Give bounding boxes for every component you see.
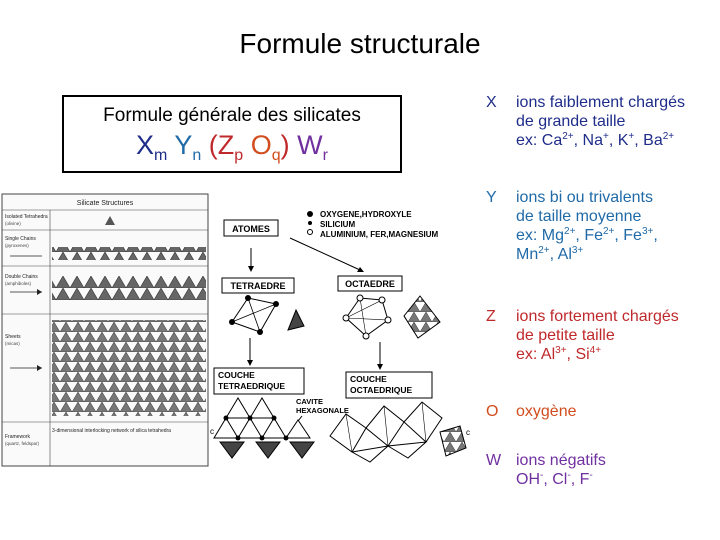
couche-octa-line1: COUCHE (350, 374, 387, 384)
legend-z-line1: ions fortement chargés (516, 308, 679, 325)
svg-text:c: c (210, 427, 214, 436)
atom-legend-oxygen: OXYGENE,HYDROXYLE (320, 210, 412, 219)
formula-x: X (136, 130, 155, 160)
silicate-panel-title: Silicate Structures (77, 200, 134, 207)
row-single-label: Single Chains (5, 236, 36, 242)
svg-text:c: c (466, 428, 470, 437)
formula-z: (Z (208, 130, 235, 160)
formula-m: m (154, 147, 168, 164)
row-sheets-sub: (micas) (5, 341, 20, 346)
legend-o-line1: oxygène (516, 403, 577, 420)
formula-w: W (297, 130, 323, 160)
formula-box: Formule générale des silicates Xm Yn (Zp… (62, 95, 402, 173)
legend-letter-o: O (486, 403, 499, 420)
row-single-sub: (pyroxenes) (5, 243, 29, 248)
legend-letter-w: W (486, 452, 502, 469)
legend-w-line1: ions négatifs (516, 452, 606, 469)
clay-diagram: ATOMES OXYGENE,HYDROXYLE SILICIUM ALUMIN… (210, 210, 470, 463)
legend-y-line2: de taille moyenne (516, 208, 642, 225)
legend-w-line2: OH-, Cl-, F- (516, 470, 593, 489)
tetraedre-label: TETRAEDRE (230, 281, 285, 291)
legend-x-line3: ex: Ca2+, Na+, K+, Ba2+ (516, 131, 675, 150)
silicate-panel: Silicate Structures Isolated Tetrahedra … (1, 193, 209, 467)
general-formula: Xm Yn (Zp Oq) Wr (136, 130, 328, 165)
formula-o: O (250, 130, 272, 160)
atoms-label: ATOMES (232, 224, 270, 234)
legend-letter-x: X (486, 94, 497, 111)
row-isolated-label: Isolated Tetrahedra (5, 214, 48, 220)
atom-legend-silicium: SILICIUM (320, 220, 355, 229)
legend-x-line1: ions faiblement chargés (516, 94, 685, 111)
formula-close: ) (280, 130, 290, 160)
legend-x-line2: de grande taille (516, 113, 626, 130)
cavite-line1: CAVITE (296, 397, 323, 406)
cavite-line2: HEXAGONALE (296, 406, 349, 415)
row-framework-label: Framework (5, 434, 31, 440)
formula-r: r (322, 147, 328, 164)
couche-octa-line2: OCTAEDRIQUE (350, 385, 413, 395)
framework-desc: 3-dimensional interlocking network of si… (52, 428, 171, 434)
legend-y-line3: ex: Mg2+, Fe2+, Fe3+, (516, 226, 658, 245)
silicate-structures-figure: Silicate Structures Isolated Tetrahedra … (1, 193, 470, 467)
formula-q: q (271, 147, 281, 164)
formula-n: n (192, 147, 202, 164)
row-double-label: Double Chains (5, 274, 38, 280)
page-title: Formule structurale (239, 28, 481, 59)
legend-letter-z: Z (486, 308, 496, 325)
row-isolated-sub: (olivine) (5, 221, 21, 226)
legend-y-line1: ions bi ou trivalents (516, 189, 653, 206)
row-sheets-label: Sheets (5, 334, 21, 340)
couche-tetra-line1: COUCHE (218, 370, 255, 380)
legend-letter-y: Y (486, 189, 497, 206)
legend-y-line4: Mn2+, Al3+ (516, 245, 584, 264)
legend-z-line3: ex: Al3+, Si4+ (516, 345, 602, 364)
octaedre-label: OCTAEDRE (345, 279, 395, 289)
row-framework-sub: (quartz, feldspar) (5, 441, 40, 446)
formula-y: Y (174, 130, 193, 160)
couche-tetra-line2: TETRAEDRIQUE (218, 381, 285, 391)
row-double-sub: (amphiboles) (5, 281, 32, 286)
legend-z-line2: de petite taille (516, 327, 615, 344)
atom-legend-aluminium: ALUMINIUM, FER,MAGNESIUM (320, 230, 439, 239)
formula-p: p (234, 147, 244, 164)
formula-label: Formule générale des silicates (103, 105, 361, 126)
